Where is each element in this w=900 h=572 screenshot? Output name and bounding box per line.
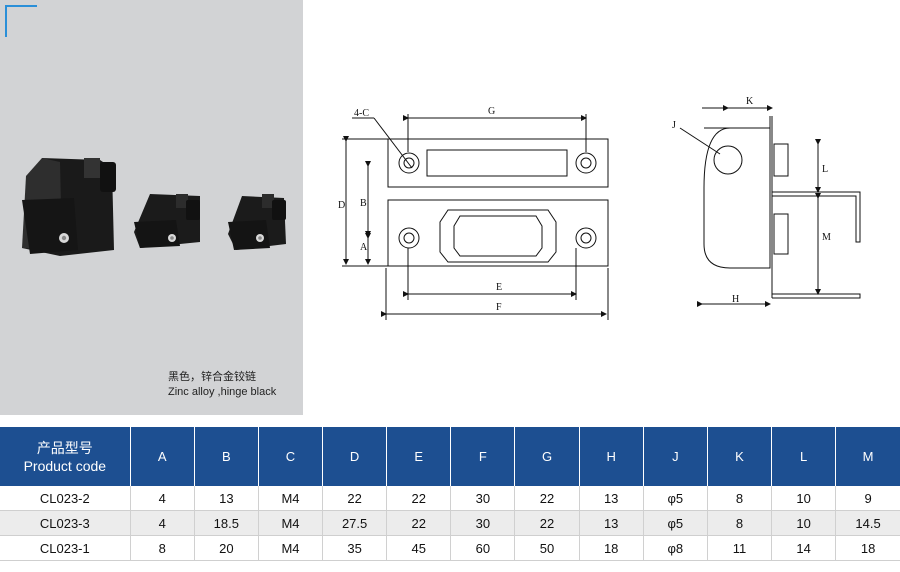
cell: M4 <box>258 535 324 561</box>
table-row: CL023-2 4 13 M4 22 22 30 22 13 φ5 8 10 9 <box>0 486 900 511</box>
cell-product-code: CL023-3 <box>0 510 131 536</box>
label-m: M <box>822 232 831 243</box>
cell: 18.5 <box>194 510 259 536</box>
header-col-d: D <box>322 427 388 486</box>
label-j: J <box>672 120 676 131</box>
cell: 4 <box>130 510 195 536</box>
cell: 22 <box>322 486 388 511</box>
spec-table: 产品型号 Product code A B C D E F G H J K L … <box>0 427 900 561</box>
label-b: B <box>360 198 367 209</box>
cell: 18 <box>579 535 644 561</box>
header-col-g: G <box>514 427 580 486</box>
table-row: CL023-1 8 20 M4 35 45 60 50 18 φ8 11 14 … <box>0 535 900 561</box>
cell: 9 <box>835 486 900 511</box>
medium-hinge-image <box>134 194 200 248</box>
label-4-c: 4-C <box>354 108 369 119</box>
cell: 14.5 <box>835 510 900 536</box>
table-header-row: 产品型号 Product code A B C D E F G H J K L … <box>0 427 900 486</box>
header-col-f: F <box>450 427 516 486</box>
label-k: K <box>746 96 754 107</box>
label-e: E <box>496 282 502 293</box>
cell: 20 <box>194 535 259 561</box>
technical-drawing: 4-C G D B A E F J K L M H <box>338 96 861 320</box>
cell: 4 <box>130 486 195 511</box>
cell: 27.5 <box>322 510 388 536</box>
caption-english: Zinc alloy ,hinge black <box>168 386 277 398</box>
header-product-code-cn: 产品型号 <box>36 439 93 456</box>
header-col-m: M <box>835 427 900 486</box>
header-col-b: B <box>194 427 259 486</box>
caption-chinese: 黑色，锌合金铰链 <box>168 371 256 383</box>
header-col-j: J <box>643 427 708 486</box>
label-a: A <box>360 242 368 253</box>
cell: φ5 <box>643 510 708 536</box>
header-col-a: A <box>130 427 195 486</box>
large-hinge-image <box>22 158 116 256</box>
cell: 22 <box>386 510 452 536</box>
header-col-k: K <box>707 427 773 486</box>
cell: 8 <box>707 510 773 536</box>
label-g: G <box>488 106 495 117</box>
cell: 30 <box>450 486 516 511</box>
cell: 11 <box>707 535 773 561</box>
cell: φ5 <box>643 486 708 511</box>
cell: 45 <box>386 535 452 561</box>
cell: 35 <box>322 535 388 561</box>
cell: 13 <box>579 486 644 511</box>
label-f: F <box>496 302 502 313</box>
cell: 14 <box>771 535 837 561</box>
cell: 22 <box>514 510 580 536</box>
cell: 50 <box>514 535 580 561</box>
cell: 22 <box>514 486 580 511</box>
cell: 22 <box>386 486 452 511</box>
corner-bracket-mark <box>5 5 37 37</box>
label-d: D <box>338 200 345 211</box>
product-photo-panel: 黑色，锌合金铰链 Zinc alloy ,hinge black <box>0 0 303 415</box>
front-view <box>342 114 609 320</box>
cell: 10 <box>771 486 837 511</box>
header-product-code-en: Product code <box>23 457 107 474</box>
header-col-l: L <box>771 427 837 486</box>
header-col-c: C <box>258 427 324 486</box>
cell: 13 <box>579 510 644 536</box>
cell: 13 <box>194 486 259 511</box>
small-hinge-image <box>228 194 286 250</box>
cell: 30 <box>450 510 516 536</box>
cell-product-code: CL023-2 <box>0 486 131 511</box>
cell-product-code: CL023-1 <box>0 535 131 561</box>
product-caption: 黑色，锌合金铰链 Zinc alloy ,hinge black <box>168 370 276 400</box>
cell: 8 <box>707 486 773 511</box>
header-col-e: E <box>386 427 452 486</box>
cell: 10 <box>771 510 837 536</box>
hinge-photo <box>22 158 286 256</box>
label-l: L <box>822 164 828 175</box>
label-h: H <box>732 294 739 305</box>
cell: 60 <box>450 535 516 561</box>
cell: M4 <box>258 486 324 511</box>
side-view <box>679 105 861 307</box>
cell: 18 <box>835 535 900 561</box>
header-col-h: H <box>579 427 644 486</box>
cell: 8 <box>130 535 195 561</box>
header-product-code: 产品型号 Product code <box>0 427 131 486</box>
cell: M4 <box>258 510 324 536</box>
cell: φ8 <box>643 535 708 561</box>
table-row: CL023-3 4 18.5 M4 27.5 22 30 22 13 φ5 8 … <box>0 510 900 536</box>
